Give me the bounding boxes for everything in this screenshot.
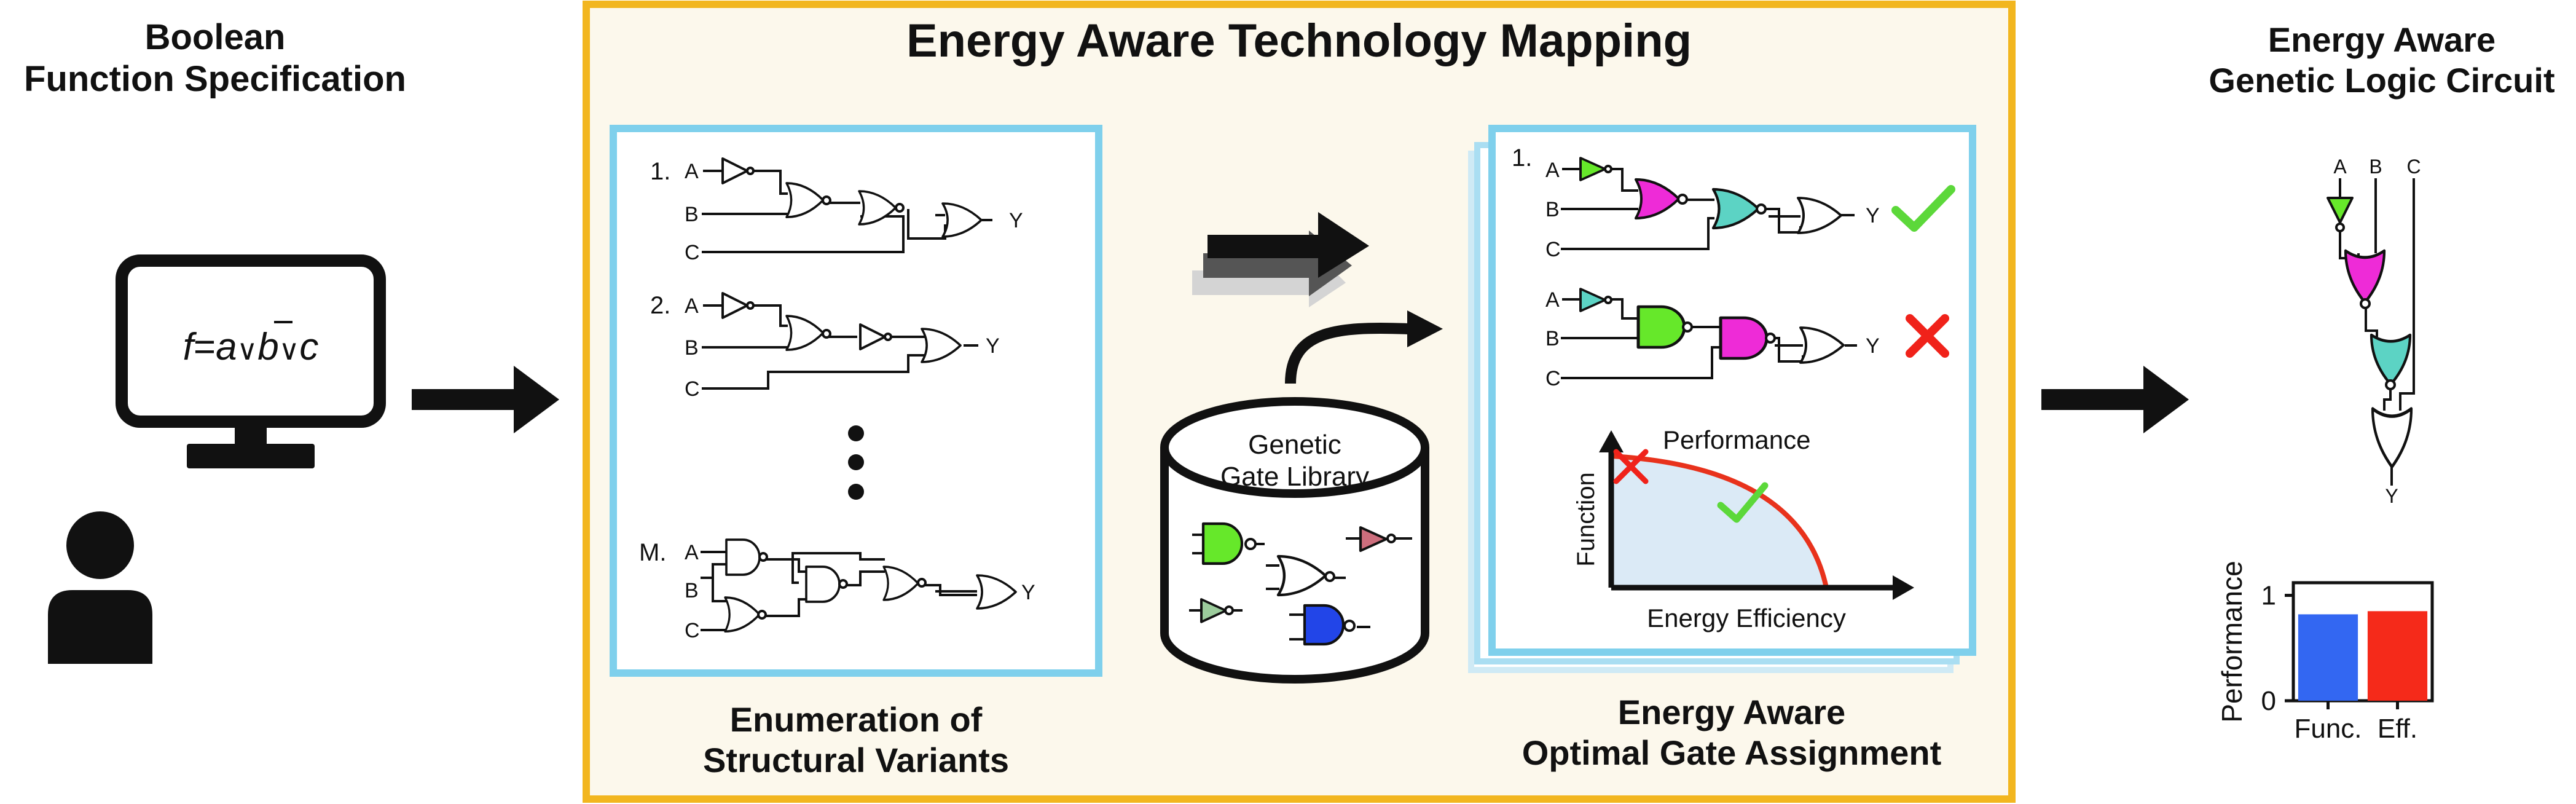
assignment-1-magenta-nor <box>1636 179 1688 218</box>
bar-chart-xtick-label-1: Eff. <box>2378 714 2417 744</box>
assignment-caption-line2: Optimal Gate Assignment <box>1522 733 1942 772</box>
check-icon <box>1891 185 1955 232</box>
more-variants-ellipsis <box>848 425 864 500</box>
assignment-caption-line1: Energy Aware <box>1618 693 1845 731</box>
variant-m-input-a: A <box>685 541 699 564</box>
bar-chart-ylabel: Performance <box>2216 561 2248 722</box>
bar-func <box>2298 614 2358 701</box>
boolean-formula: f=a∨b∨c <box>183 326 319 368</box>
variant-2-circuit <box>702 304 978 390</box>
tradeoff-x-label: Energy Efficiency <box>1647 604 1846 633</box>
tradeoff-curve-label: Performance <box>1663 425 1810 454</box>
variant-m-circuit <box>701 551 977 631</box>
variants-frame <box>610 125 1102 677</box>
variant-1-nor-gate-2 <box>858 190 905 226</box>
result-input-b: B <box>2369 156 2382 178</box>
assignment-2-input-b: B <box>1545 327 1560 350</box>
variant-m-input-c: C <box>685 619 700 642</box>
flow-arrow-2 <box>2041 366 2189 433</box>
assignment-2-input-a: A <box>1545 288 1560 312</box>
result-white-or <box>2373 409 2411 467</box>
library-label-line1: Genetic <box>1248 430 1341 460</box>
assignment-1-input-b: B <box>1545 198 1560 221</box>
library-gate-green-nand <box>1203 524 1257 564</box>
variant-1-input-a: A <box>685 160 699 183</box>
variant-1-output: Y <box>1009 209 1023 232</box>
assignment-2-teal-not <box>1579 288 1612 312</box>
result-input-a: A <box>2333 156 2347 178</box>
variant-2-index: 2. <box>650 292 670 319</box>
variant-1-nor-gate-1 <box>785 182 831 219</box>
tradeoff-cross-icon <box>1613 449 1649 484</box>
variant-m-nand-gate-1 <box>725 538 768 576</box>
variant-m-nor-gate-1 <box>724 596 767 633</box>
result-circuit <box>2339 178 2415 486</box>
result-output: Y <box>2385 485 2398 507</box>
variant-m-output: Y <box>1021 581 1035 604</box>
variant-2-input-b: B <box>685 336 699 360</box>
flow-arrow-1 <box>412 366 559 433</box>
user-icon <box>48 511 152 664</box>
library-gate-sage-not <box>1200 598 1234 623</box>
library-arrow <box>1285 310 1443 384</box>
bar-eff <box>2367 611 2428 701</box>
tradeoff-check-icon <box>1717 482 1769 523</box>
variant-2-not-gate-2 <box>859 323 892 350</box>
result-title-line2: Genetic Logic Circuit <box>2209 61 2554 100</box>
variant-1-index: 1. <box>650 158 670 185</box>
variant-m-nand-gate-2 <box>805 566 848 603</box>
variant-m-input-b: B <box>685 579 699 602</box>
assignment-2-output: Y <box>1866 334 1880 358</box>
bar-chart-ytick-label-1: 1 <box>2261 581 2276 611</box>
mapping-panel-title: Energy Aware Technology Mapping <box>906 15 1692 67</box>
library-gate-white-nor <box>1278 556 1335 595</box>
monitor-icon <box>116 254 386 468</box>
assignment-2-input-c: C <box>1545 367 1561 390</box>
assignment-1-green-not <box>1579 157 1612 181</box>
variant-m-nor-gate-2 <box>882 566 927 601</box>
bar-chart-frame <box>2291 581 2434 703</box>
library-gate-blue-nand <box>1305 605 1356 644</box>
assignment-1-input-a: A <box>1545 159 1560 182</box>
variant-1-input-b: B <box>685 203 699 226</box>
enumeration-caption-line2: Structural Variants <box>703 741 1009 779</box>
bar-chart-ytick-label-0: 0 <box>2261 686 2276 716</box>
assignment-2-green-nand <box>1638 307 1693 347</box>
variant-2-not-gate-1 <box>721 292 755 319</box>
mapping-arrow <box>1192 212 1369 307</box>
assignment-index: 1. <box>1512 144 1532 171</box>
variant-2-input-a: A <box>685 294 699 318</box>
result-input-c: C <box>2406 156 2421 178</box>
result-teal-nor <box>2371 335 2410 390</box>
spec-title-line1: Boolean <box>145 17 286 57</box>
tradeoff-plot <box>1599 430 1914 600</box>
bar-chart-xtick-label-0: Func. <box>2294 714 2362 744</box>
assignment-2-magenta-nand <box>1721 318 1776 358</box>
variant-1-input-c: C <box>685 241 700 264</box>
variant-2-nor-gate-1 <box>785 315 831 352</box>
assignment-1-output: Y <box>1866 204 1880 227</box>
enumeration-caption-line1: Enumeration of <box>730 700 983 739</box>
library-gates <box>1189 534 1412 640</box>
variant-m-index: M. <box>639 539 666 566</box>
result-green-not <box>2327 197 2354 232</box>
assignment-1-input-c: C <box>1545 238 1561 261</box>
cross-icon <box>1906 314 1949 358</box>
variant-2-output: Y <box>986 334 1000 358</box>
variant-1-not-gate <box>721 157 755 184</box>
library-label-line2: Gate Library <box>1220 462 1369 492</box>
result-magenta-nor <box>2346 251 2384 309</box>
assignment-1-teal-nor <box>1713 189 1767 228</box>
variant-2-input-c: C <box>685 377 700 401</box>
spec-title-line2: Function Specification <box>24 59 406 99</box>
result-title-line1: Energy Aware <box>2268 20 2496 59</box>
library-gate-rose-not <box>1361 527 1396 551</box>
tradeoff-y-label: Function <box>1573 472 1600 566</box>
